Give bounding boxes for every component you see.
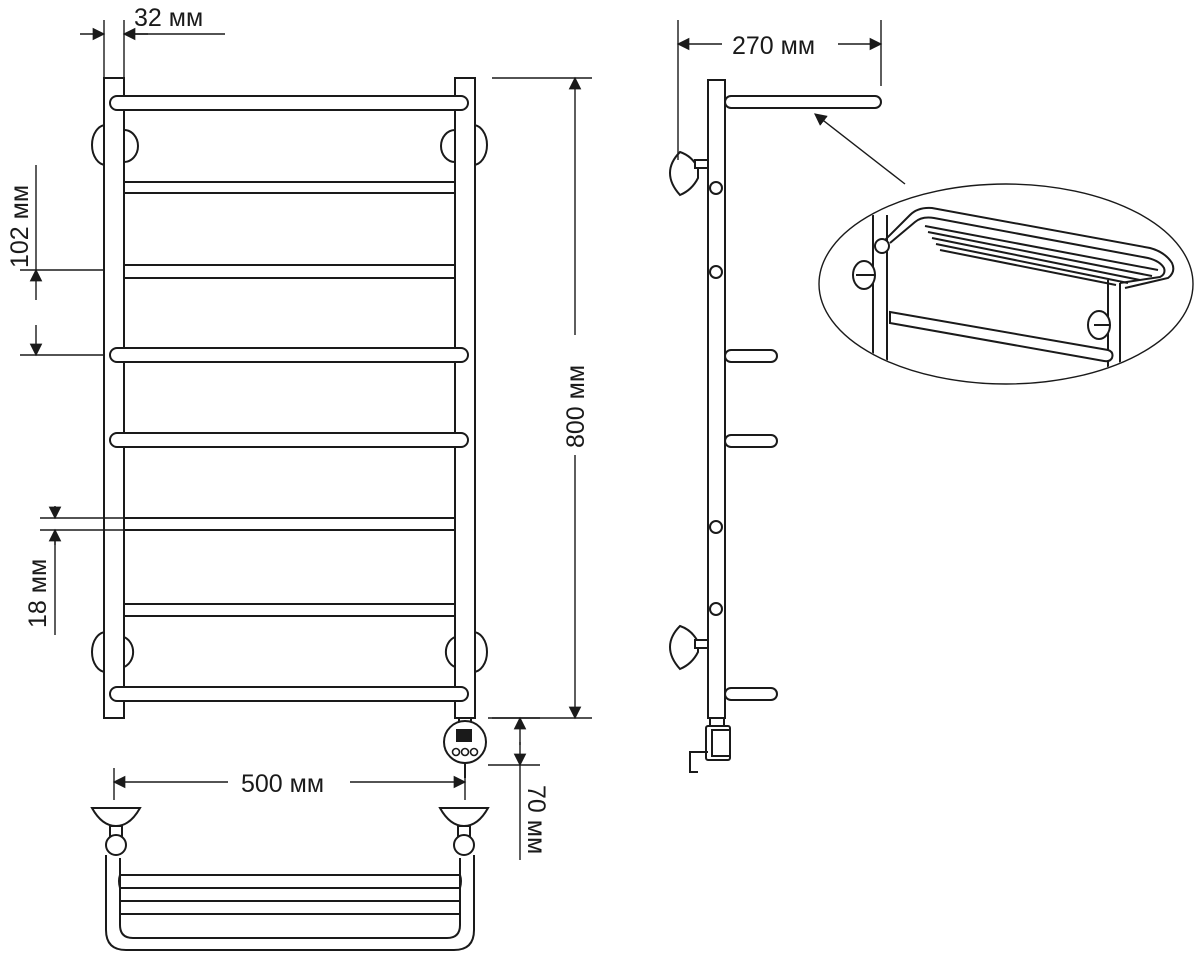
wall-mount-bottom-left [91, 630, 135, 674]
round-bar-3 [109, 432, 469, 448]
dim-rung-diameter: 18 мм [24, 506, 124, 635]
flat-rung-2 [123, 192, 456, 266]
shelf-detail [818, 183, 1194, 385]
flat-rung-3 [123, 277, 456, 351]
right-vertical-tube [454, 77, 476, 719]
heater-controller [443, 717, 487, 778]
wall-mount-bottom-right [444, 630, 488, 674]
round-bar-4 [109, 686, 469, 702]
label-depth: 270 мм [732, 32, 815, 60]
flat-rung-4 [123, 529, 456, 605]
round-bar-2 [109, 347, 469, 363]
label-height: 800 мм [562, 365, 590, 448]
wall-mount-top-right [440, 123, 488, 167]
dim-depth: 270 мм [676, 20, 883, 160]
side-top-shelf [724, 95, 882, 109]
label-connector-offset: 70 мм [522, 785, 550, 854]
dim-connector-offset: 70 мм [488, 716, 550, 860]
top-view [90, 807, 490, 951]
dim-width: 500 мм [112, 768, 467, 800]
label-tube-width: 32 мм [134, 4, 203, 32]
flat-rung-5 [123, 615, 456, 689]
label-rung-diameter: 18 мм [24, 559, 52, 628]
label-rung-pitch: 102 мм [6, 185, 34, 268]
label-width: 500 мм [241, 770, 324, 798]
flat-rung-1 [123, 109, 456, 183]
detail-leader-arrow [814, 113, 906, 185]
dim-tube-width: 32 мм [80, 4, 225, 78]
side-vertical-tube [707, 79, 726, 719]
wall-mount-top-left [91, 123, 139, 167]
dim-rung-pitch: 102 мм [6, 165, 104, 357]
round-bar-1 [109, 95, 469, 111]
dim-height: 800 мм [492, 76, 592, 720]
left-vertical-tube [103, 77, 125, 719]
front-view [91, 77, 488, 778]
side-view [668, 79, 882, 773]
